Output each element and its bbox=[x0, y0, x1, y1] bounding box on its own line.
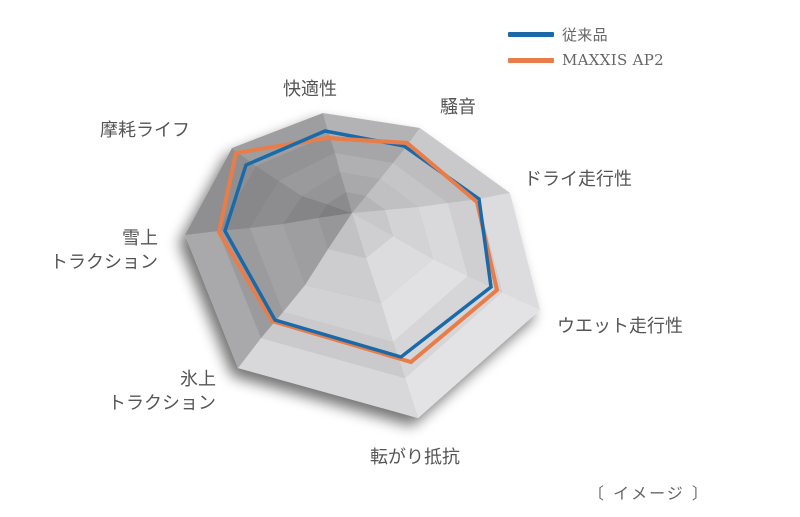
legend-label: 従来品 bbox=[562, 25, 608, 44]
axis-label-ice-line1: 氷上 bbox=[180, 369, 216, 390]
axis-label-wet: ウエット走行性 bbox=[557, 316, 683, 337]
image-note: 〔 イメージ 〕 bbox=[588, 484, 710, 503]
axis-label-rolling: 転がり抵抗 bbox=[370, 447, 460, 468]
legend: 従来品 MAXXIS AP2 bbox=[508, 22, 664, 74]
axis-label-dry: ドライ走行性 bbox=[524, 169, 632, 190]
legend-item-maxxis-ap2: MAXXIS AP2 bbox=[508, 48, 664, 72]
axis-label-snow-line1: 雪上 bbox=[122, 228, 158, 249]
axis-label-snow: 雪上 トラクション bbox=[42, 227, 158, 275]
axis-label-noise: 騒音 bbox=[440, 97, 476, 118]
axis-label-comfort: 快適性 bbox=[283, 79, 337, 100]
legend-label: MAXXIS AP2 bbox=[562, 51, 664, 69]
legend-swatch-orange bbox=[508, 57, 554, 63]
axis-label-snow-line2: トラクション bbox=[50, 252, 158, 273]
legend-swatch-blue bbox=[508, 31, 554, 37]
legend-item-conventional: 従来品 bbox=[508, 22, 664, 46]
axis-label-ice: 氷上 トラクション bbox=[100, 368, 216, 416]
axis-label-ice-line2: トラクション bbox=[108, 393, 216, 414]
axis-label-wear: 摩耗ライフ bbox=[100, 120, 190, 141]
